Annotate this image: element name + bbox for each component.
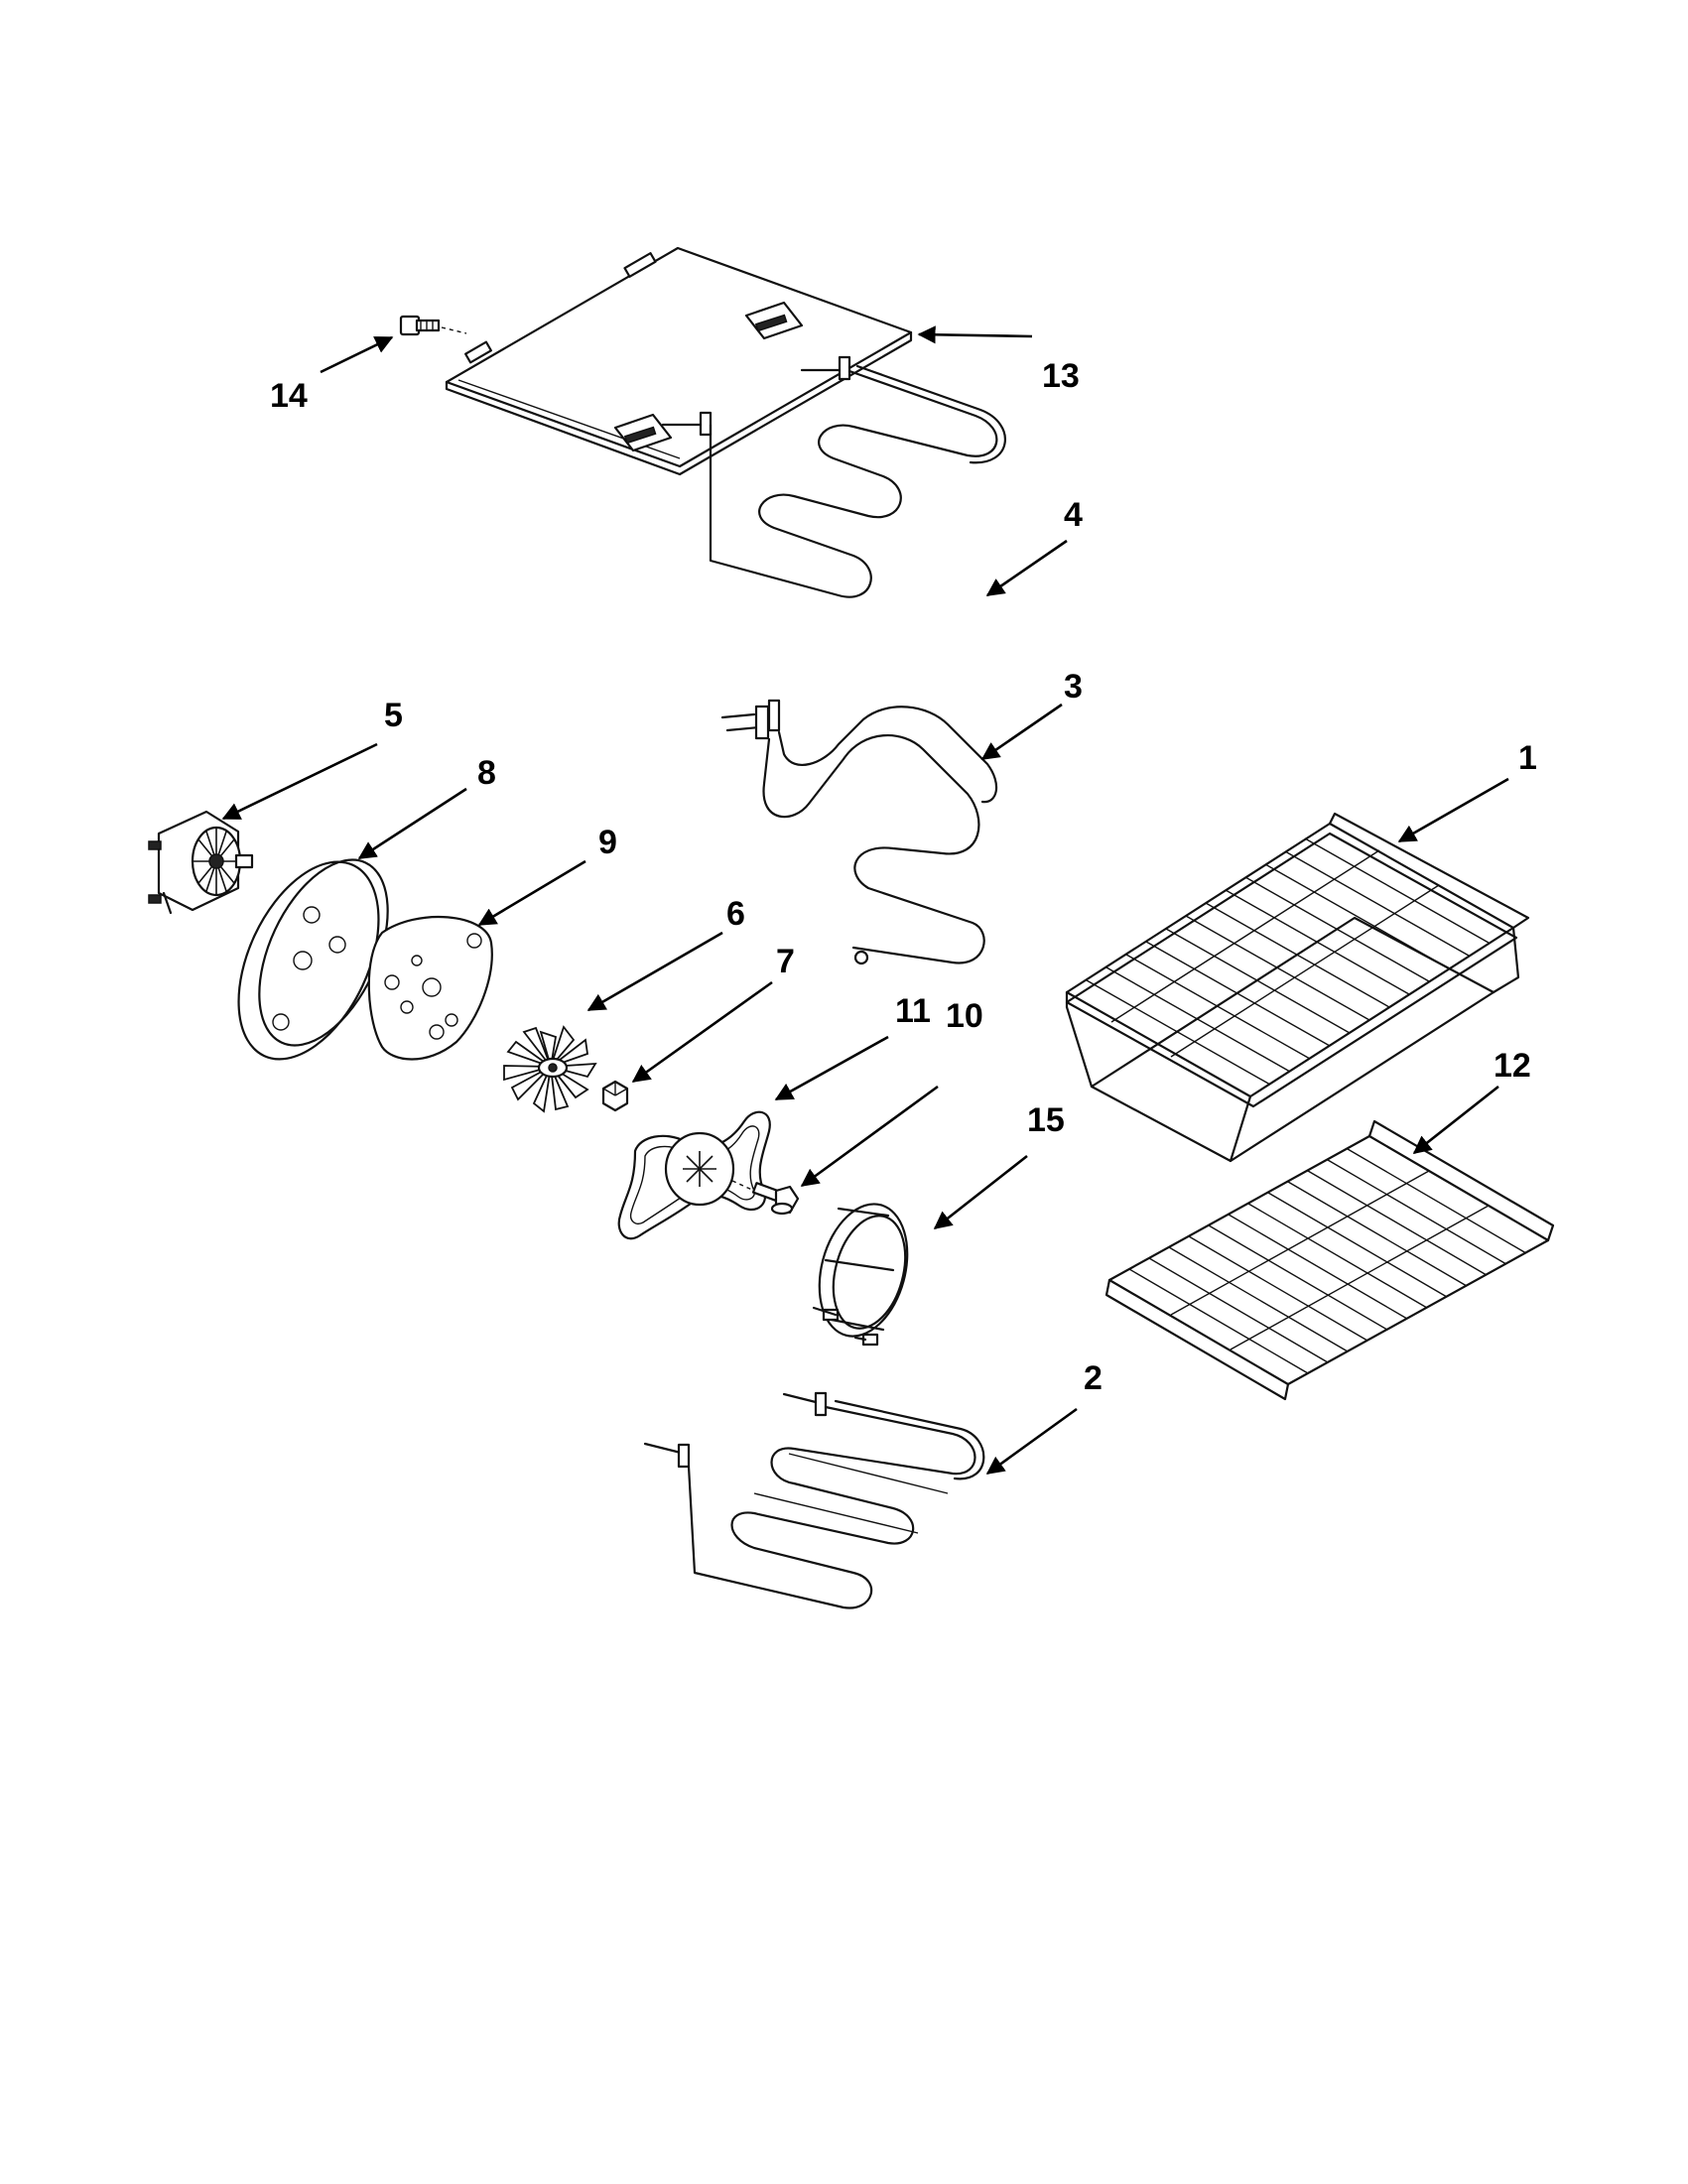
leader-6 [586, 931, 723, 1012]
part-3-element [720, 699, 998, 965]
part-4-bake-element [661, 355, 1006, 598]
part-14-screw [399, 315, 467, 336]
leader-11 [774, 1035, 889, 1101]
callout-6: 6 [726, 895, 745, 933]
callout-3: 3 [1064, 668, 1083, 706]
callout-7: 7 [776, 943, 795, 980]
leader-lines [221, 325, 1509, 1476]
leader-10 [800, 1085, 939, 1188]
leader-7 [631, 980, 773, 1084]
part-1-sliding-rack [1065, 812, 1530, 1163]
callout-2: 2 [1084, 1359, 1103, 1397]
rack-12-wires [1128, 1148, 1527, 1374]
part-11-baffle [617, 1110, 771, 1240]
part-15-ring-element [812, 1203, 909, 1347]
leader-9 [477, 859, 586, 927]
leader-2 [985, 1407, 1078, 1476]
callout-9: 9 [598, 824, 617, 861]
part-12-flat-rack [1104, 1119, 1555, 1401]
leader-4 [985, 539, 1068, 597]
part-6-fan-blade [503, 1025, 597, 1113]
leader-14 [320, 335, 394, 374]
leader-3 [980, 703, 1063, 761]
part-5-motor [148, 810, 254, 915]
callout-13: 13 [1042, 357, 1080, 395]
callout-11: 11 [895, 992, 931, 1030]
leader-12 [1412, 1085, 1499, 1155]
leader-1 [1397, 777, 1509, 843]
part-7-nut [601, 1080, 629, 1112]
part-2-element [643, 1391, 985, 1609]
callout-4: 4 [1064, 496, 1083, 534]
part-8-disc [237, 858, 389, 1061]
part-13-panel [445, 246, 913, 476]
panel-bracket-upper [744, 301, 804, 340]
callout-12: 12 [1493, 1047, 1531, 1085]
leader-13 [917, 325, 1033, 344]
callout-14: 14 [270, 377, 308, 415]
leader-5 [221, 742, 378, 821]
callout-15: 15 [1027, 1101, 1065, 1139]
part-9-gasket [367, 915, 493, 1061]
callout-labels: 1 2 3 4 5 6 7 8 9 10 11 12 13 14 15 [270, 357, 1537, 1397]
leader-15 [933, 1154, 1028, 1230]
callout-10: 10 [946, 997, 983, 1035]
callout-1: 1 [1518, 739, 1537, 777]
part-10-bolt [731, 1180, 800, 1216]
panel-bracket-lower [613, 413, 673, 452]
leader-8 [357, 787, 467, 860]
callout-5: 5 [384, 697, 403, 734]
callout-8: 8 [477, 754, 496, 792]
